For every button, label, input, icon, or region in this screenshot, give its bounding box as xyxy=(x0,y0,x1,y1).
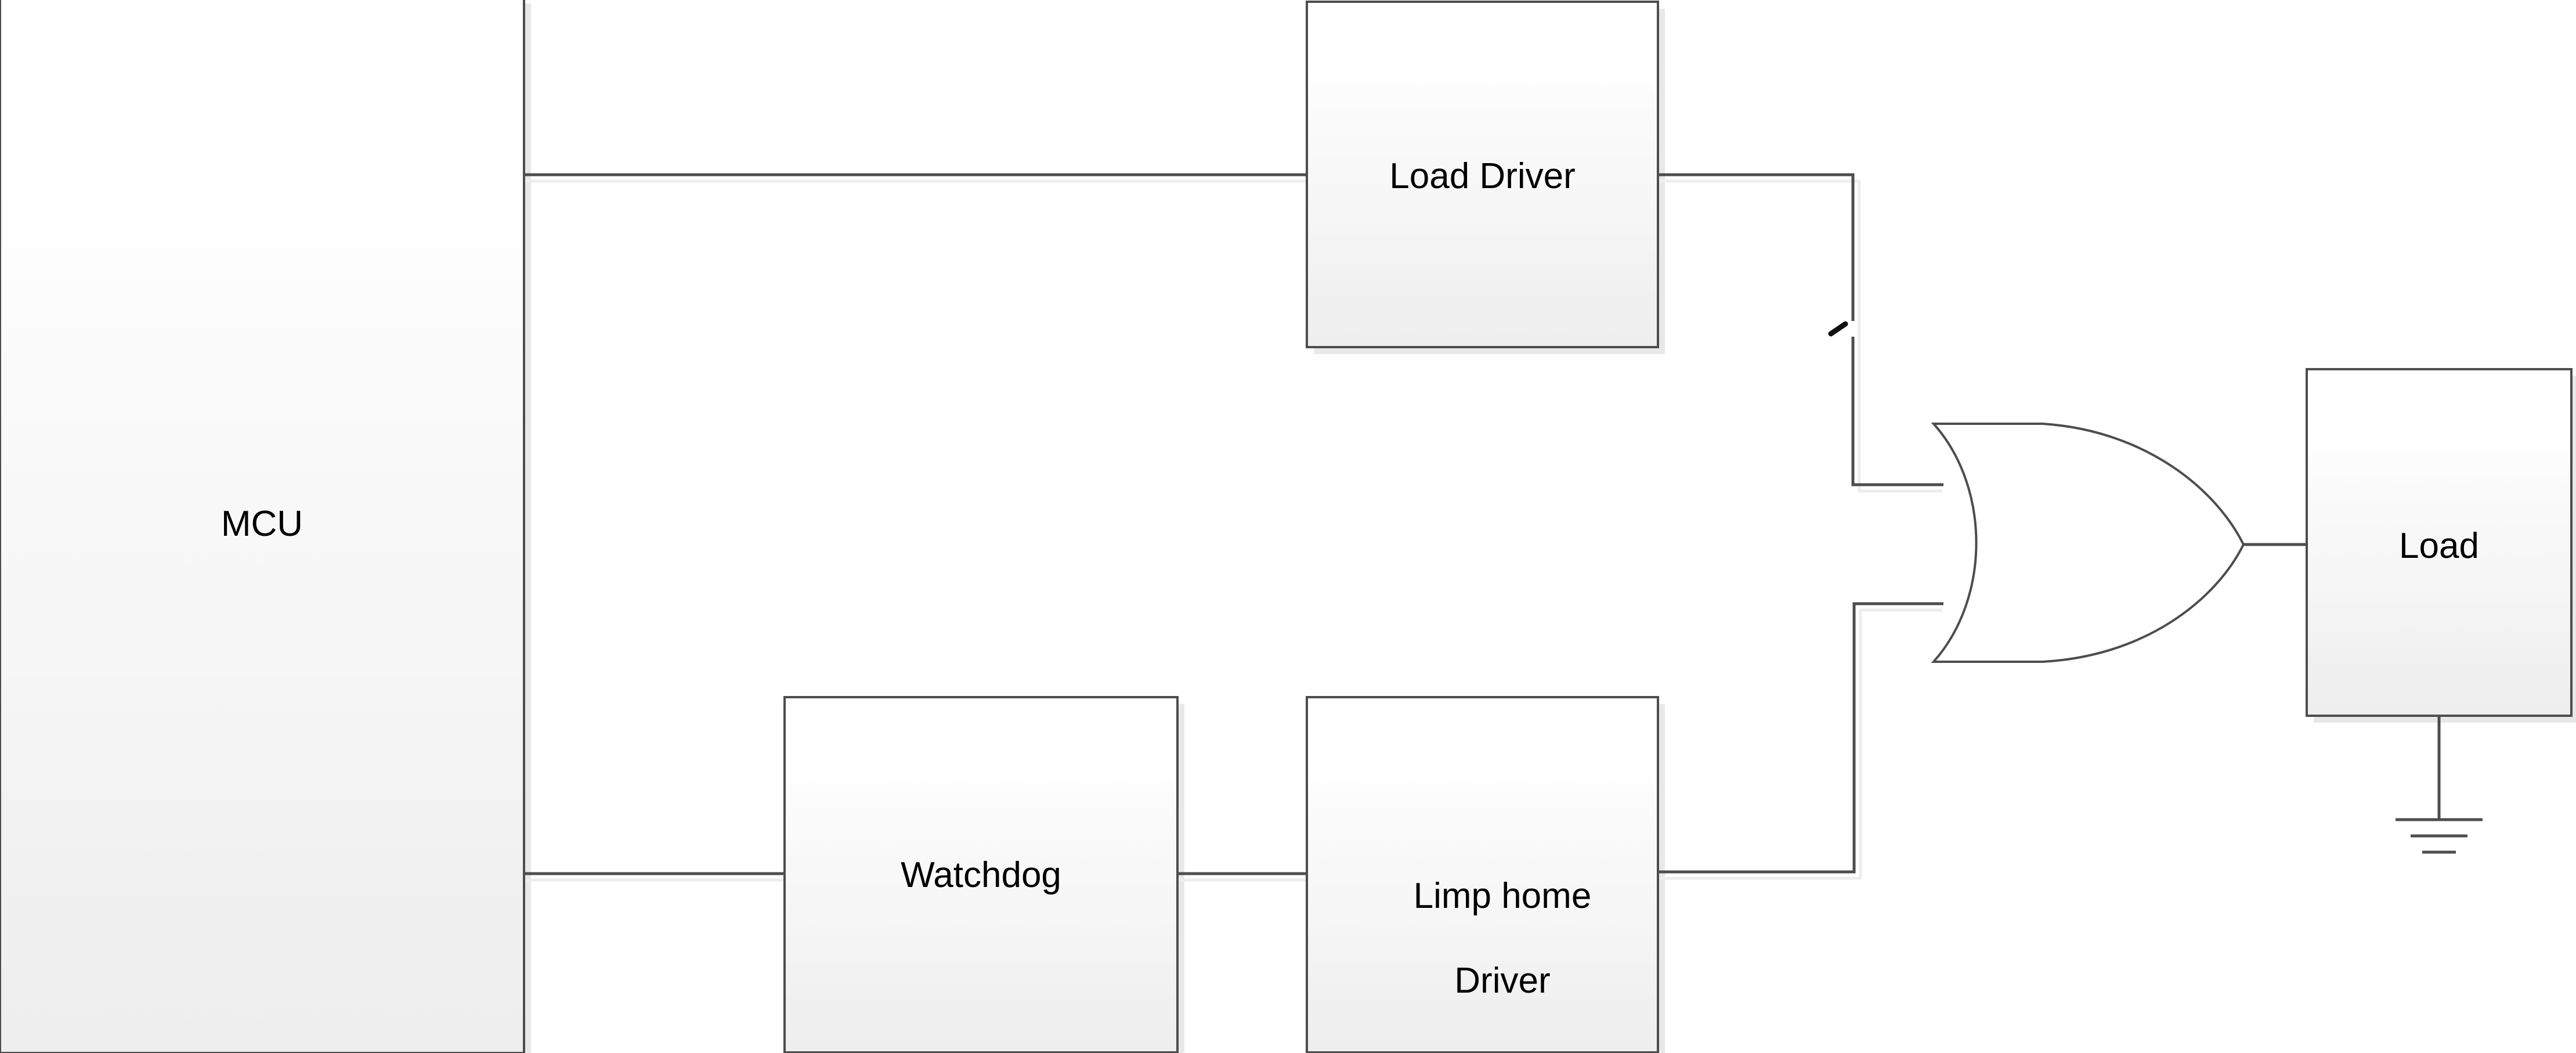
wire-layer xyxy=(523,173,2441,875)
wire-shadow-load-driver-or xyxy=(1658,179,1942,493)
wire-endpoint-tick-icon xyxy=(1828,321,1848,337)
mcu-box[interactable] xyxy=(0,0,525,1053)
load-driver-box[interactable] xyxy=(1306,1,1659,348)
wire-limp-home-to-or-input-2[interactable] xyxy=(1657,602,1943,874)
wire-shadow-layer xyxy=(523,179,1942,882)
or-gate-icon[interactable] xyxy=(1931,423,2245,663)
wire-load-driver-to-or-input-1-b[interactable] xyxy=(1851,337,1943,486)
watchdog-box[interactable] xyxy=(783,696,1179,1053)
limp-home-driver-box[interactable] xyxy=(1306,696,1659,1053)
ground-icon xyxy=(2396,818,2483,854)
wire-load-driver-to-or-input-1[interactable] xyxy=(1657,173,1855,321)
wire-shadow-limp-or xyxy=(1658,608,1942,880)
load-box[interactable] xyxy=(2306,368,2573,717)
